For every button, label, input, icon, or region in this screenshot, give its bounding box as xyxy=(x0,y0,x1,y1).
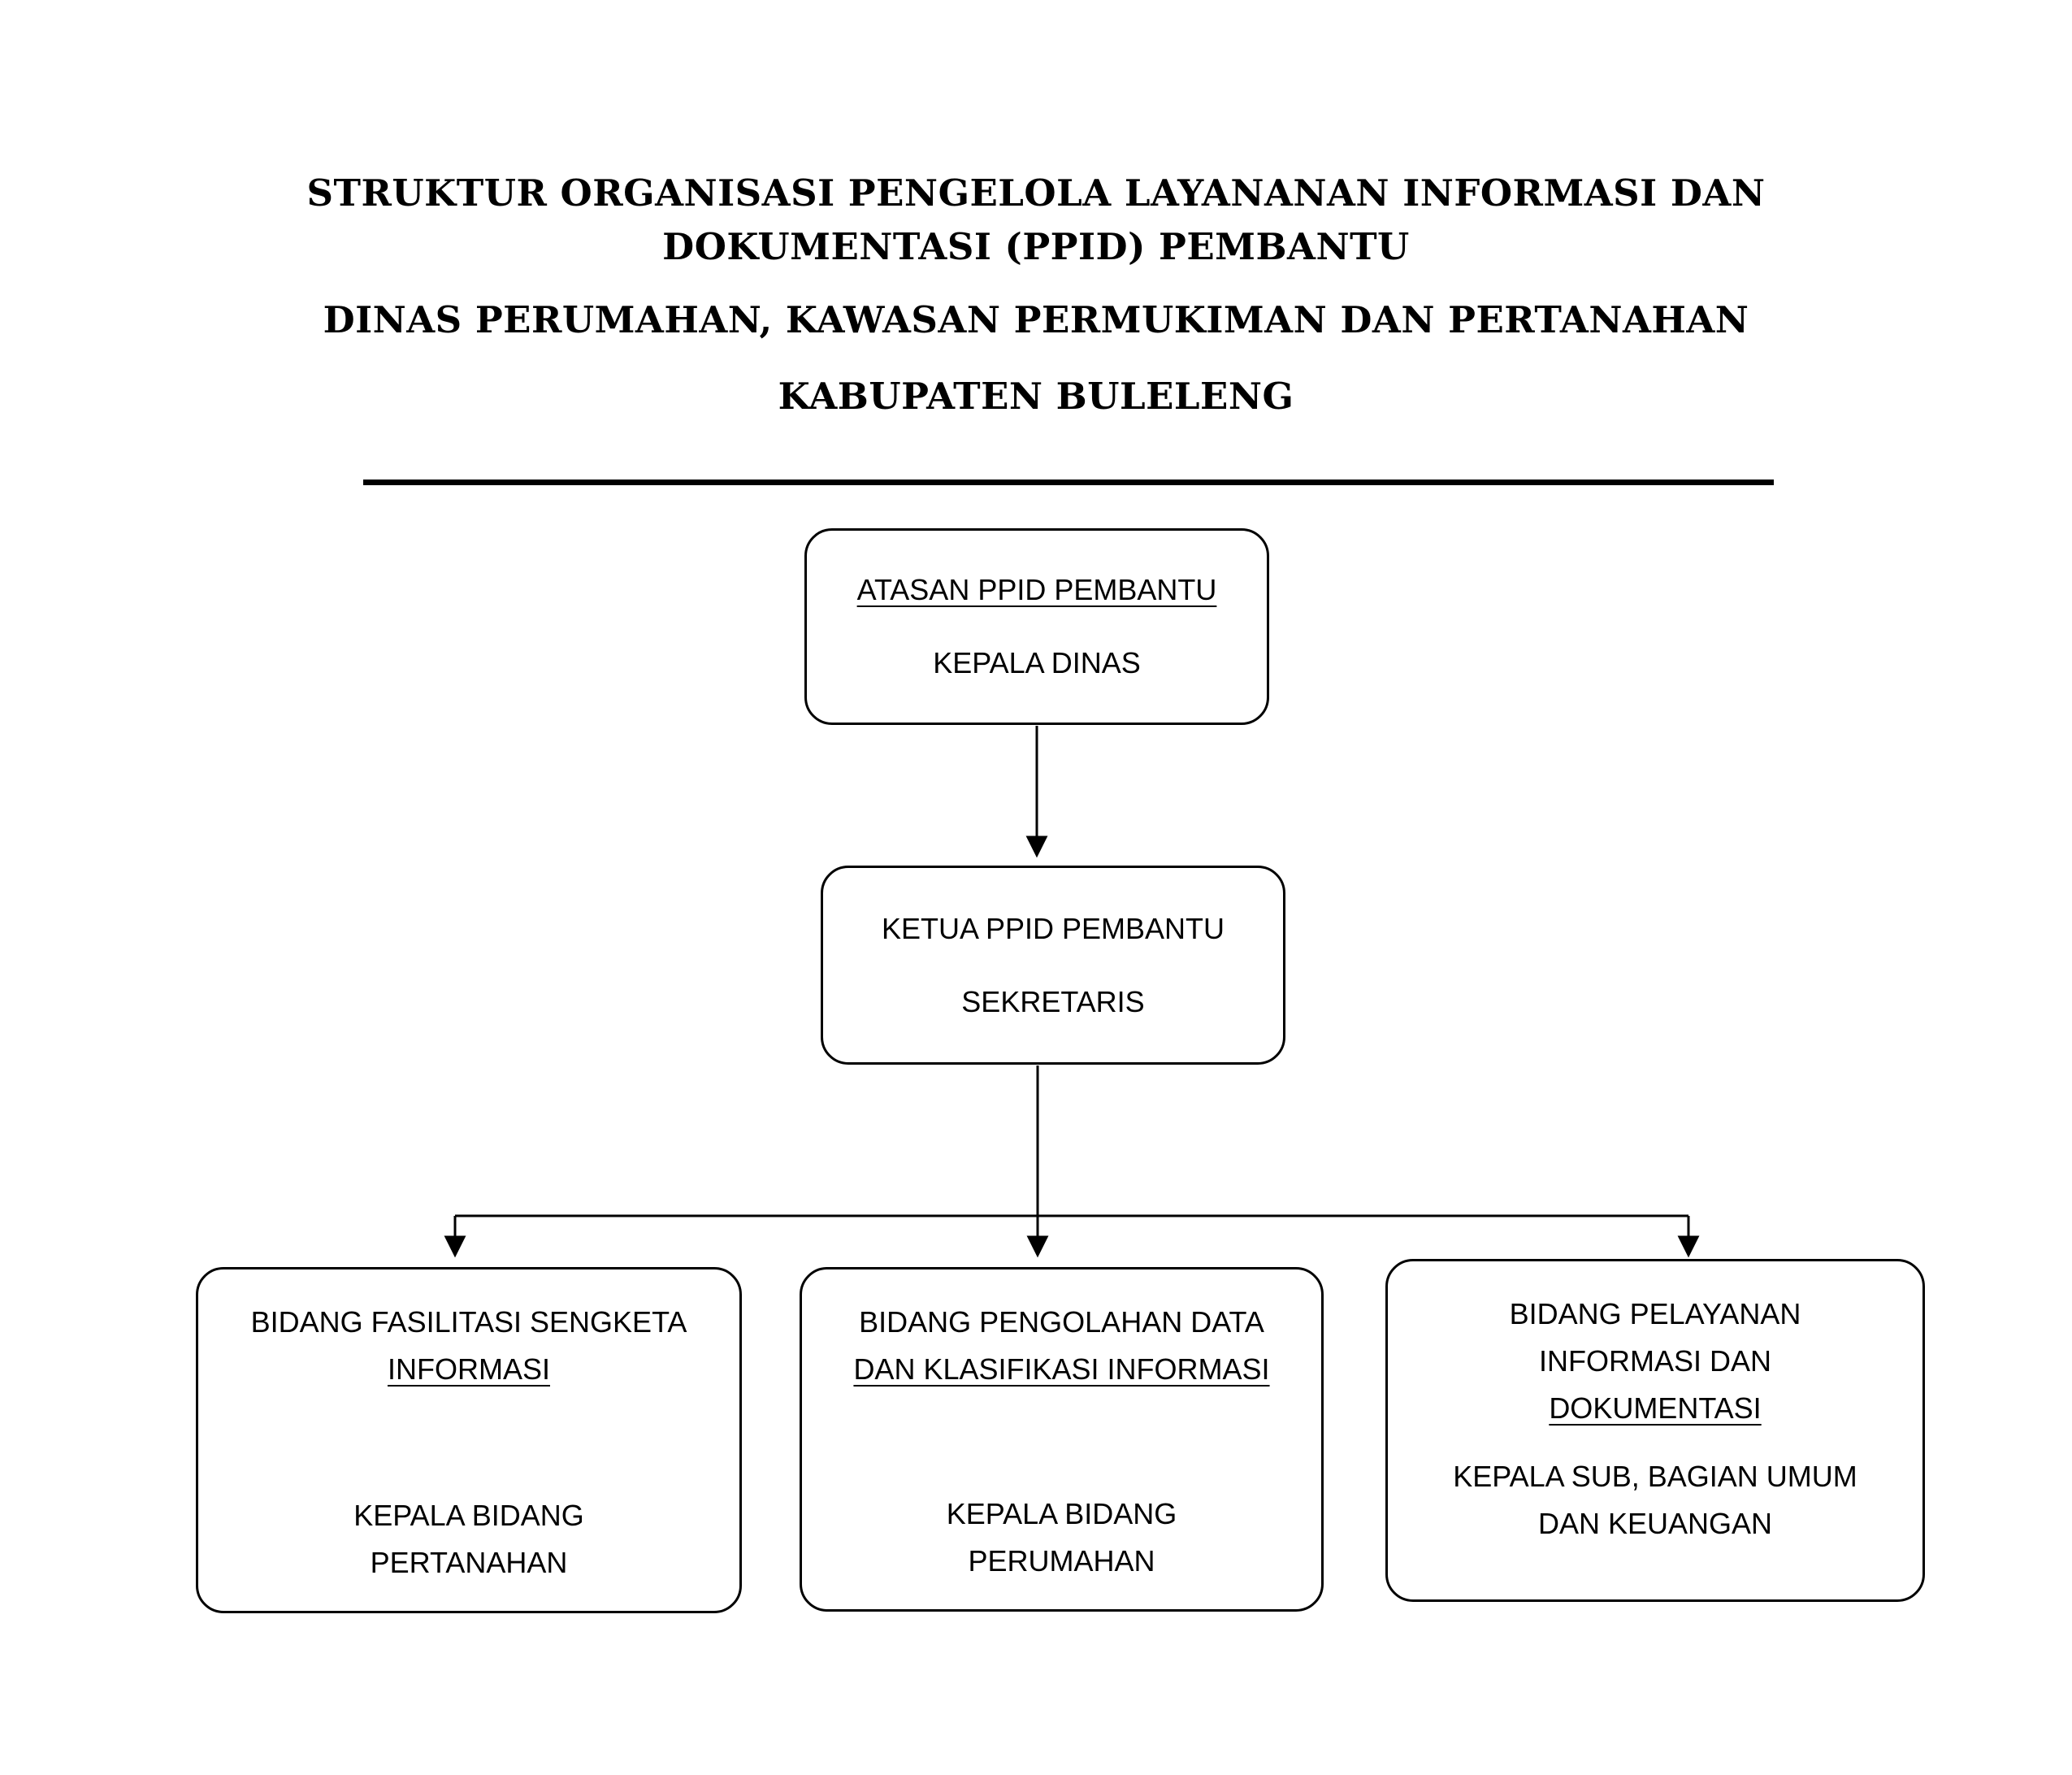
bidang-pengolahan-holder-line1: KEPALA BIDANG xyxy=(946,1497,1177,1530)
title-line-4: KABUPATEN BULELENG xyxy=(778,375,1294,418)
bidang-pelayanan-role-line2: INFORMASI DAN xyxy=(1538,1344,1771,1378)
bidang-pelayanan-role-line3: DOKUMENTASI xyxy=(1549,1391,1762,1425)
bidang-sengketa-holder-line1: KEPALA BIDANG xyxy=(353,1499,584,1532)
bidang-sengketa-role-line2: INFORMASI xyxy=(387,1352,550,1386)
bidang-pengolahan-role-line2: DAN KLASIFIKASI INFORMASI xyxy=(853,1352,1270,1386)
node-bidang-pengolahan-holder: KEPALA BIDANG PERUMAHAN xyxy=(947,1491,1177,1585)
node-bidang-pelayanan-holder: KEPALA SUB, BAGIAN UMUM DAN KEUANGAN xyxy=(1453,1453,1857,1547)
node-bidang-sengketa-holder: KEPALA BIDANG PERTANAHAN xyxy=(353,1492,583,1586)
node-ketua-holder: SEKRETARIS xyxy=(961,984,1145,1018)
node-atasan-role: ATASAN PPID PEMBANTU xyxy=(856,573,1217,606)
bidang-pelayanan-role-line1: BIDANG PELAYANAN xyxy=(1509,1297,1801,1330)
bidang-pengolahan-holder-line2: PERUMAHAN xyxy=(968,1544,1155,1578)
bidang-sengketa-role-line1: BIDANG FASILITASI SENGKETA xyxy=(250,1305,687,1339)
node-ketua-ppid: KETUA PPID PEMBANTU SEKRETARIS xyxy=(821,866,1285,1065)
node-bidang-pelayanan-role: BIDANG PELAYANAN INFORMASI DAN DOKUMENTA… xyxy=(1510,1291,1801,1432)
node-bidang-sengketa: BIDANG FASILITASI SENGKETA INFORMASI KEP… xyxy=(196,1267,742,1613)
bidang-pelayanan-holder-line1: KEPALA SUB, BAGIAN UMUM xyxy=(1453,1460,1857,1493)
title-line-2: DOKUMENTASI (PPID) PEMBANTU xyxy=(662,225,1410,268)
node-atasan-ppid: ATASAN PPID PEMBANTU KEPALA DINAS xyxy=(804,528,1269,725)
node-ketua-role: KETUA PPID PEMBANTU xyxy=(881,911,1225,945)
node-bidang-pelayanan: BIDANG PELAYANAN INFORMASI DAN DOKUMENTA… xyxy=(1385,1259,1925,1602)
title-divider xyxy=(363,480,1774,485)
bidang-sengketa-holder-line2: PERTANAHAN xyxy=(370,1546,568,1579)
bidang-pelayanan-holder-line2: DAN KEUANGAN xyxy=(1537,1507,1773,1540)
title-line-3: DINAS PERUMAHAN, KAWASAN PERMUKIMAN DAN … xyxy=(323,298,1749,341)
title-line-1: STRUKTUR ORGANISASI PENGELOLA LAYANANAN … xyxy=(306,171,1766,215)
node-bidang-pengolahan: BIDANG PENGOLAHAN DATA DAN KLASIFIKASI I… xyxy=(800,1267,1324,1612)
node-atasan-holder: KEPALA DINAS xyxy=(933,646,1141,679)
chart-title: STRUKTUR ORGANISASI PENGELOLA LAYANANAN … xyxy=(0,167,2072,423)
node-bidang-pengolahan-role: BIDANG PENGOLAHAN DATA DAN KLASIFIKASI I… xyxy=(853,1299,1269,1393)
node-bidang-sengketa-role: BIDANG FASILITASI SENGKETA INFORMASI xyxy=(251,1299,687,1393)
bidang-pengolahan-role-line1: BIDANG PENGOLAHAN DATA xyxy=(859,1305,1264,1339)
